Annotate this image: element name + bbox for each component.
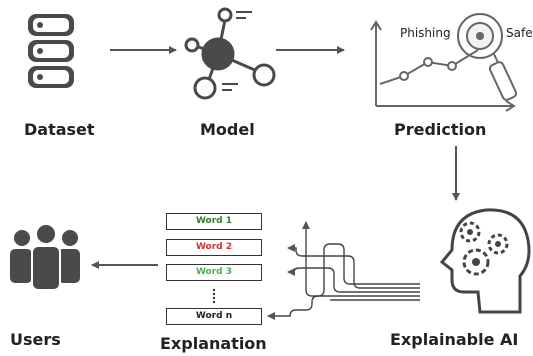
ai-head-gears-icon — [439, 208, 531, 314]
phishing-label: Phishing — [400, 26, 451, 40]
network-model-icon — [184, 7, 276, 100]
dataset-label: Dataset — [24, 120, 95, 139]
safe-label: Safe — [506, 26, 533, 40]
word-box-2: Word 2 — [166, 239, 262, 256]
word-box-1: Word 1 — [166, 213, 262, 230]
explanation-label: Explanation — [160, 334, 267, 353]
prediction-label: Prediction — [394, 120, 487, 139]
model-label: Model — [200, 120, 255, 139]
explainable-ai-label: Explainable AI — [390, 330, 519, 349]
users-label: Users — [10, 330, 61, 349]
users-icon — [10, 223, 80, 291]
magnifier-target-icon — [457, 13, 518, 101]
word-box-n: Word n — [166, 308, 262, 325]
prediction-chart-icon — [370, 20, 516, 112]
explanation-connectors — [267, 221, 420, 320]
database-icon — [28, 14, 74, 88]
word-list-ellipsis — [212, 288, 216, 304]
word-box-3: Word 3 — [166, 264, 262, 281]
